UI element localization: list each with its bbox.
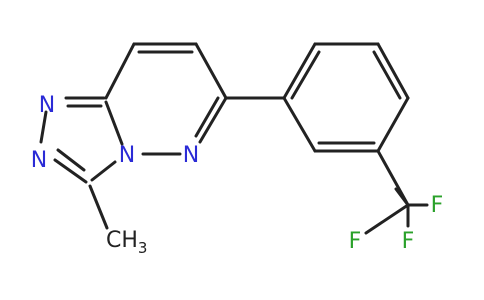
atom-n-bridge-label: N	[119, 143, 135, 168]
bond-c6-n5-inner	[194, 96, 220, 138]
methyl-main: CH	[106, 228, 138, 253]
bond-c-f-left	[364, 203, 410, 235]
bond-ph1-ph2	[282, 42, 317, 100]
methyl-subscript: 3	[138, 239, 148, 257]
methyl-label: CH3	[106, 228, 147, 257]
atom-f3-label: F	[349, 229, 362, 254]
bond-n1-n2	[39, 110, 48, 144]
atom-n-ring-label: N	[183, 143, 199, 168]
bond-c-f-top	[394, 187, 410, 207]
atom-n2-label: N	[31, 148, 47, 173]
bond-ph6-ph1	[282, 96, 317, 153]
bond-c8a-c8	[104, 42, 136, 100]
bond-c3-nbridge	[90, 160, 117, 182]
bond-ph3-ph4	[376, 42, 410, 100]
bond-n2-c3-inner	[56, 148, 86, 172]
bond-c3-methyl	[88, 184, 109, 230]
bond-ph4-ph5	[376, 96, 410, 153]
bond-c6-n5	[198, 96, 228, 144]
bond-n2-c3	[53, 158, 88, 184]
atom-f2-label: F	[402, 229, 415, 254]
atom-f1-label: F	[431, 193, 444, 218]
bond-c7-c6	[194, 42, 228, 100]
bond-nbridge-c8a	[104, 100, 124, 146]
bond-ph1-ph2-inner	[290, 50, 321, 100]
bond-ph3-ph4-inner	[372, 50, 402, 100]
atom-n1-label: N	[39, 93, 55, 118]
